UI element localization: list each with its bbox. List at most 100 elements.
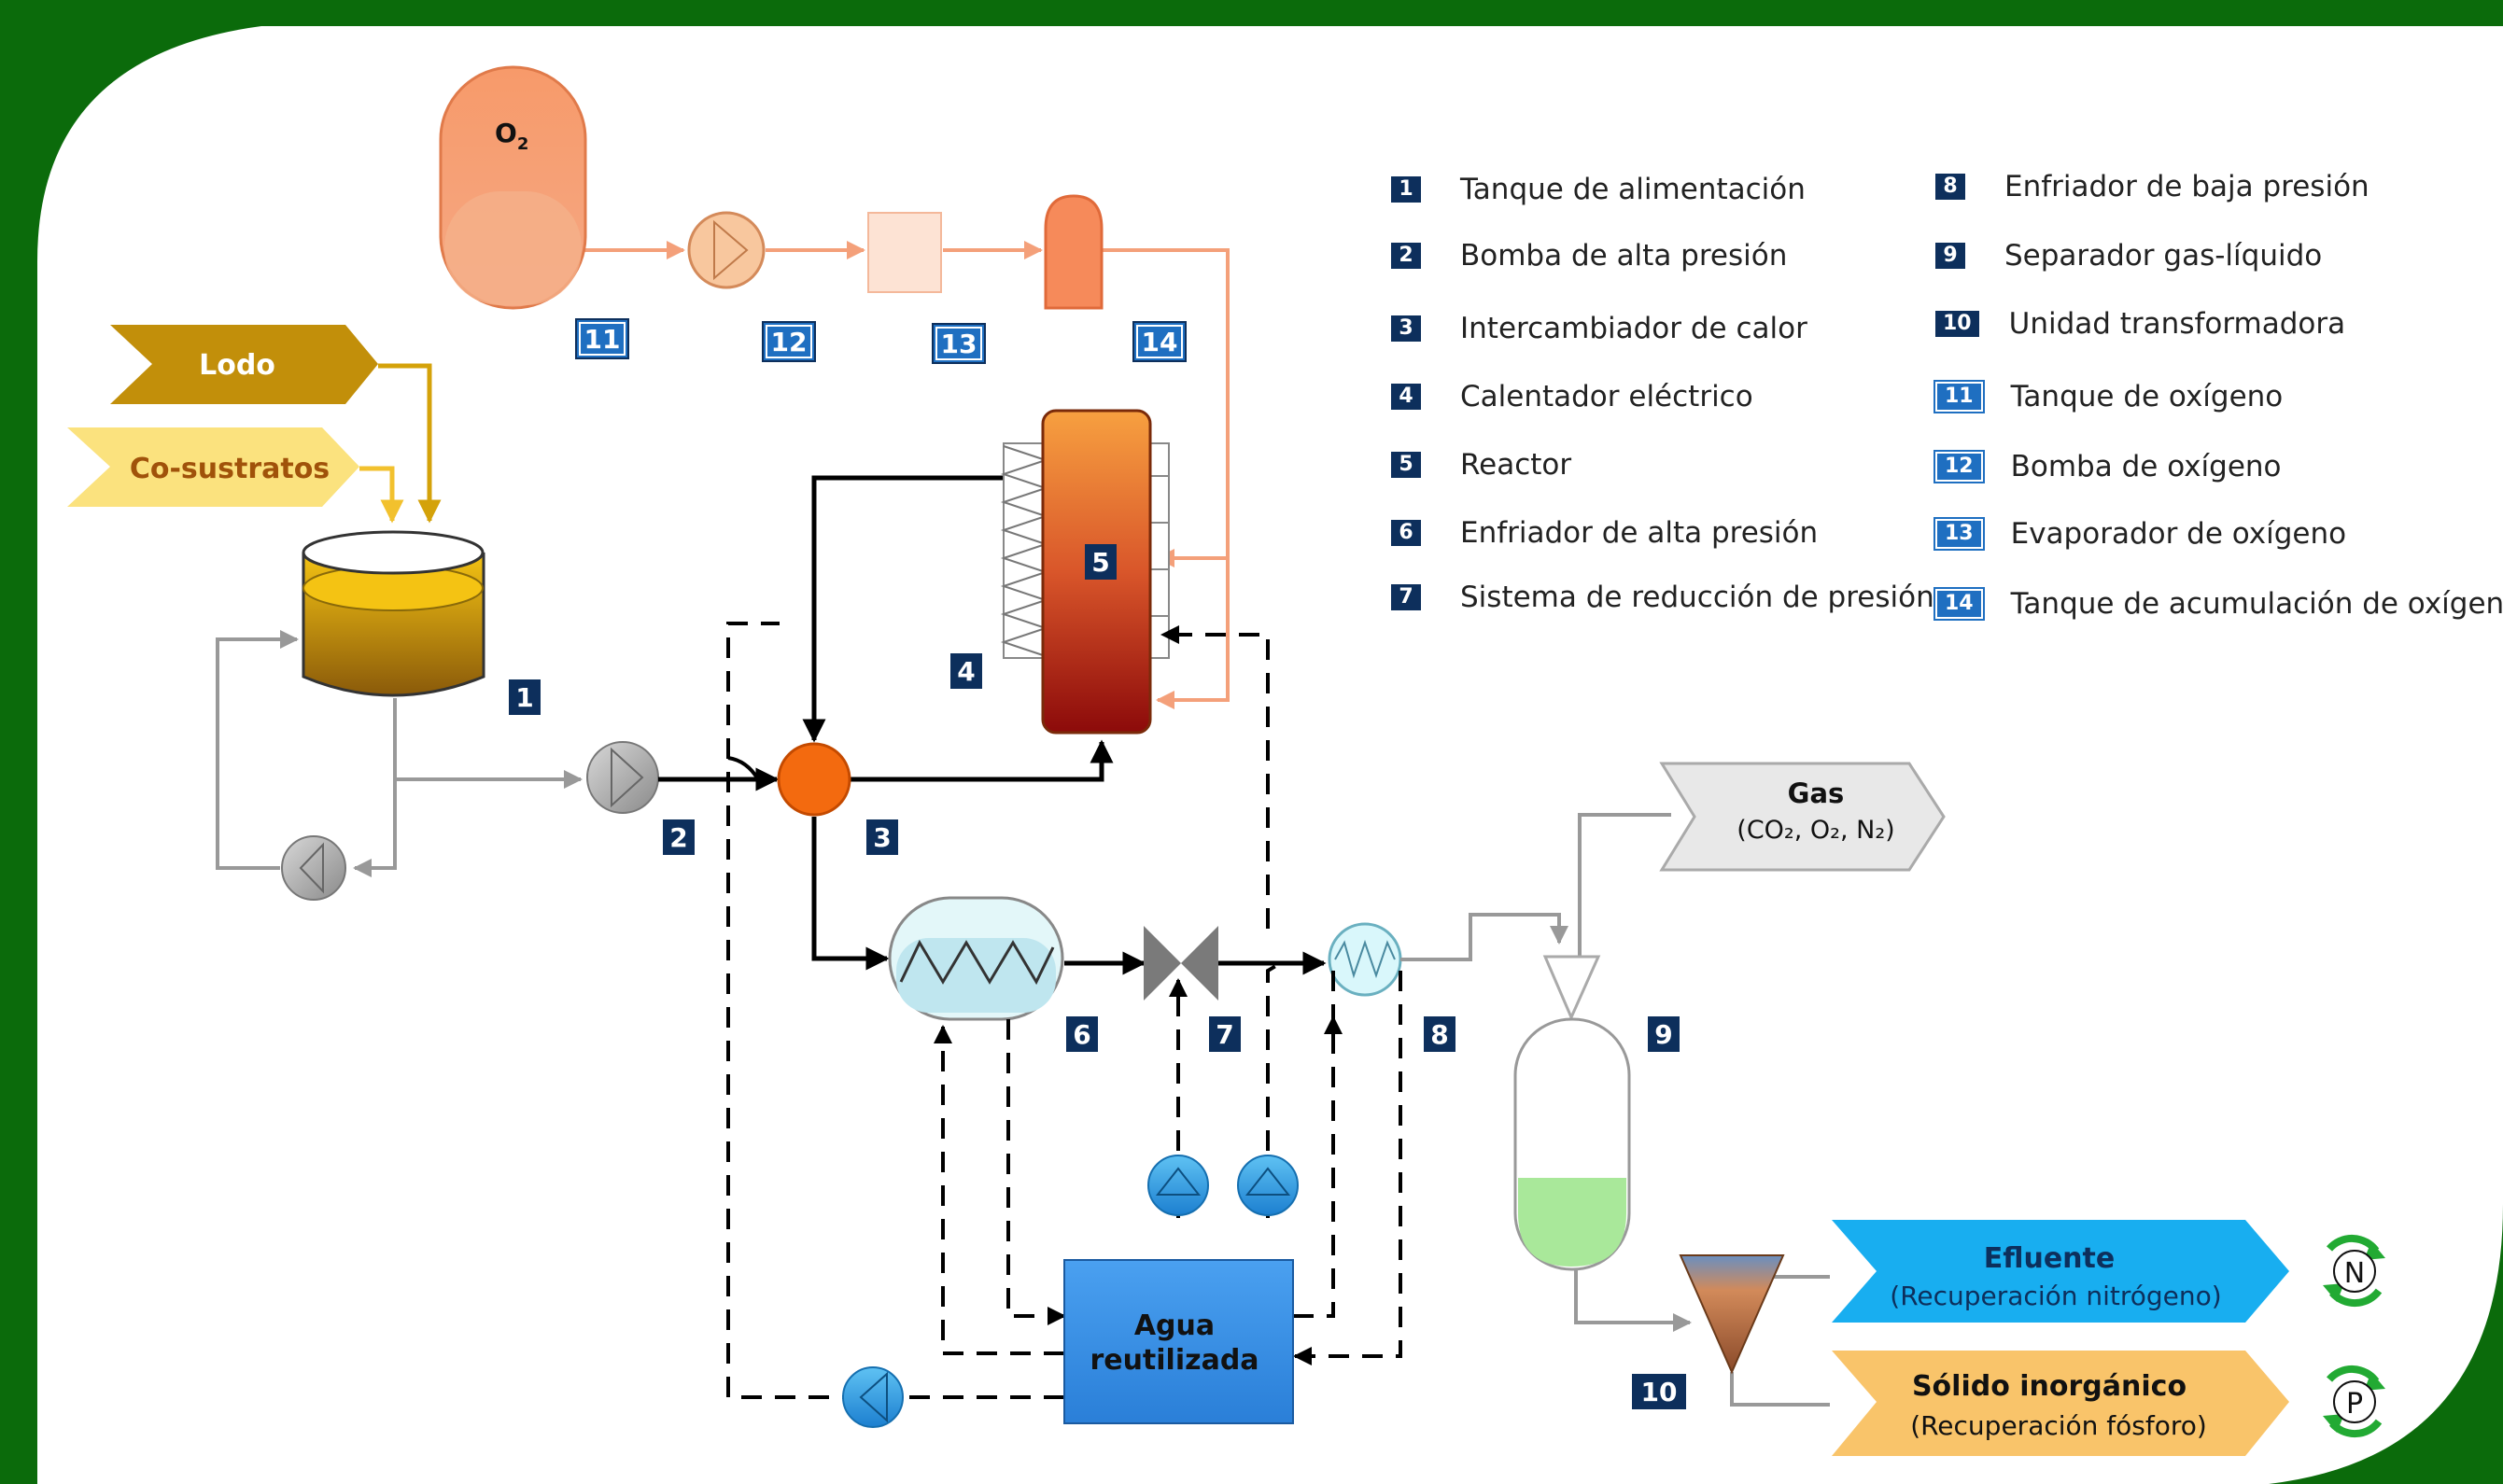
legend-number: 1	[1391, 176, 1421, 203]
electric-heater	[1000, 442, 1170, 659]
legend-number: 10	[1935, 311, 1979, 337]
legend-label: Unidad transformadora	[2008, 307, 2346, 341]
legend-label: Tanque de oxígeno	[2010, 380, 2284, 413]
high-pressure-pump	[586, 741, 659, 814]
legend-item: 2 Bomba de alta presión	[1391, 237, 1787, 274]
badge-1: 1	[509, 679, 541, 715]
legend-number: 8	[1935, 174, 1965, 200]
badge-10: 10	[1632, 1374, 1686, 1409]
legend-number: 5	[1391, 452, 1421, 478]
legend-item: 10 Unidad transformadora	[1935, 305, 2345, 343]
water-label-line1: Agua	[1134, 1309, 1215, 1342]
legend-number: 7	[1391, 584, 1421, 610]
oxygen-accumulation-tank	[1044, 194, 1104, 310]
legend-number: 9	[1935, 243, 1965, 269]
svg-text:11: 11	[584, 324, 621, 355]
gas-liquid-separator	[1513, 955, 1631, 1271]
lodo-arrow	[110, 325, 378, 404]
badge-12: 12	[762, 321, 816, 362]
efluente-subtitle: (Recuperación nitrógeno)	[1890, 1281, 2221, 1311]
feed-tank	[302, 530, 485, 697]
legend-label: Reactor	[1460, 448, 1572, 482]
badge-14: 14	[1132, 321, 1187, 362]
water-return-pump	[842, 1366, 904, 1428]
badge-7: 7	[1209, 1016, 1241, 1052]
badge-6: 6	[1066, 1016, 1098, 1052]
legend-label: Intercambiador de calor	[1460, 312, 1807, 345]
component-badges: 1 2 3 4 5 6 7 8 9 10 11 12 13 14	[509, 318, 1686, 1409]
svg-text:2: 2	[669, 822, 687, 853]
solido-subtitle: (Recuperación fósforo)	[1910, 1410, 2207, 1441]
svg-text:14: 14	[1142, 327, 1178, 357]
legend-number: 6	[1391, 520, 1421, 546]
legend-label: Bomba de alta presión	[1460, 239, 1788, 273]
legend-number: 14	[1935, 589, 1983, 619]
badge-2: 2	[663, 819, 695, 855]
o2-label: O2	[495, 118, 528, 154]
lodo-feed-line	[378, 363, 442, 524]
svg-text:3: 3	[873, 822, 891, 853]
heat-exchanger	[777, 742, 851, 817]
legend-item: 3 Intercambiador de calor	[1391, 310, 1807, 347]
badge-3: 3	[866, 819, 898, 855]
phosphorus-symbol: P	[2346, 1388, 2363, 1421]
low-pressure-cooler	[1328, 922, 1402, 997]
solido-arrow	[1832, 1351, 2289, 1456]
oxygen-tank: O2	[439, 65, 587, 310]
legend-number: 13	[1935, 519, 1983, 549]
legend-number: 2	[1391, 243, 1421, 269]
oxygen-line	[584, 241, 1230, 709]
legend-item: 4 Calentador eléctrico	[1391, 378, 1753, 415]
legend-item: 14 Tanque de acumulación de oxígeno	[1935, 585, 2503, 623]
gas-output-arrow	[1659, 762, 1946, 872]
cosustratos-label: Co-sustratos	[130, 453, 330, 485]
badge-11: 11	[575, 318, 629, 359]
legend-label: Sistema de reducción de presión	[1460, 581, 1934, 614]
badge-9: 9	[1648, 1016, 1680, 1052]
cooling-water-pump	[1147, 1155, 1209, 1216]
solido-title: Sólido inorgánico	[1912, 1370, 2187, 1403]
phosphorus-recycle-icon: P	[2323, 1365, 2385, 1438]
reused-water-box	[1063, 1259, 1294, 1424]
nitrogen-symbol: N	[2344, 1257, 2365, 1290]
legend-label: Enfriador de alta presión	[1460, 516, 1819, 550]
svg-text:13: 13	[941, 329, 977, 359]
svg-text:7: 7	[1216, 1019, 1233, 1050]
legend-number: 3	[1391, 315, 1421, 342]
transformer-unit	[1679, 1254, 1785, 1375]
legend-label: Calentador eléctrico	[1460, 380, 1753, 413]
svg-text:9: 9	[1654, 1019, 1672, 1050]
svg-text:4: 4	[957, 656, 975, 687]
legend-item: 12 Bomba de oxígeno	[1935, 448, 2282, 485]
badge-4: 4	[950, 653, 982, 689]
cooling-water-pump	[1237, 1155, 1299, 1216]
separator-line	[1400, 813, 1830, 1407]
legend-label: Tanque de acumulación de oxígeno	[2010, 587, 2503, 621]
svg-text:1: 1	[515, 682, 533, 713]
badge-8: 8	[1424, 1016, 1455, 1052]
oxygen-pump	[687, 211, 766, 289]
process-line	[658, 475, 1327, 975]
efluente-title: Efluente	[1984, 1242, 2115, 1275]
oxygen-evaporator	[867, 212, 942, 293]
crossover-arc	[727, 756, 760, 781]
recirculation-pump	[281, 835, 346, 901]
water-label-line2: reutilizada	[1090, 1344, 1259, 1377]
legend-number: 4	[1391, 384, 1421, 410]
badge-13: 13	[932, 323, 986, 364]
pressure-reduction-valve-right	[1181, 926, 1218, 1001]
svg-text:8: 8	[1430, 1019, 1448, 1050]
cosustratos-feed-line	[359, 466, 404, 524]
legend-item: 5 Reactor	[1391, 446, 1571, 483]
gas-composition: (CO₂, O₂, N₂)	[1737, 816, 1894, 845]
svg-text:12: 12	[771, 327, 808, 357]
legend-number: 12	[1935, 452, 1983, 482]
nitrogen-recycle-icon: N	[2323, 1234, 2385, 1308]
legend-label: Bomba de oxígeno	[2010, 450, 2282, 483]
